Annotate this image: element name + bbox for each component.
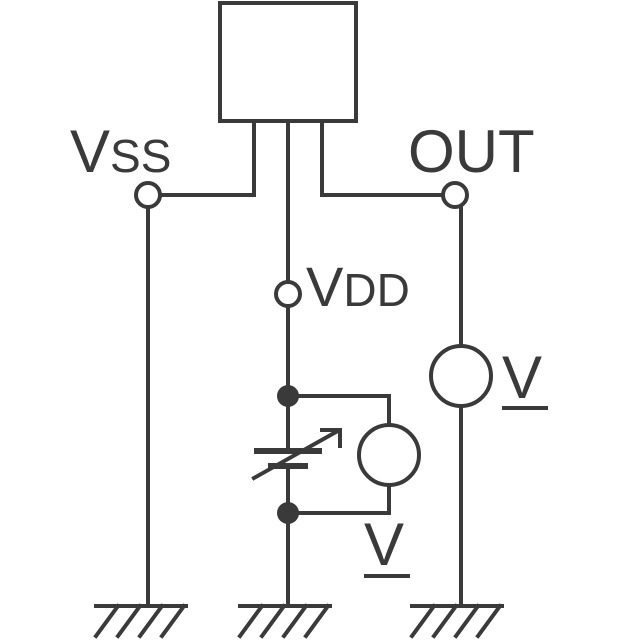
vss-pin-wire xyxy=(158,119,256,197)
voltmeter-right xyxy=(429,344,493,408)
voltmeter-left-label: V xyxy=(364,511,404,578)
variable-arrow-head xyxy=(320,428,342,448)
voltmeter-right-label: V xyxy=(502,344,542,411)
variable-arrow-shaft xyxy=(251,429,339,481)
out-pin-wire xyxy=(320,119,445,197)
vss-label: VSS xyxy=(70,118,171,185)
vdd-label: VDD xyxy=(306,255,410,318)
vdd-label-main: V xyxy=(306,255,344,318)
vdd-terminal xyxy=(274,280,302,308)
junction-dot-bottom xyxy=(277,502,299,524)
junction-dot-top xyxy=(277,385,299,407)
out-terminal xyxy=(441,181,469,209)
out-label: OUT xyxy=(408,118,535,185)
ground-symbol-middle xyxy=(237,603,332,639)
vss-label-sub: SS xyxy=(110,130,171,182)
device-box xyxy=(218,1,358,123)
ground-symbol-left xyxy=(93,603,188,639)
vss-label-main: V xyxy=(70,118,110,185)
ground-symbol-right xyxy=(409,603,504,639)
vss-terminal xyxy=(134,181,162,209)
vdd-label-sub: DD xyxy=(343,264,409,316)
voltmeter-left xyxy=(357,423,421,487)
